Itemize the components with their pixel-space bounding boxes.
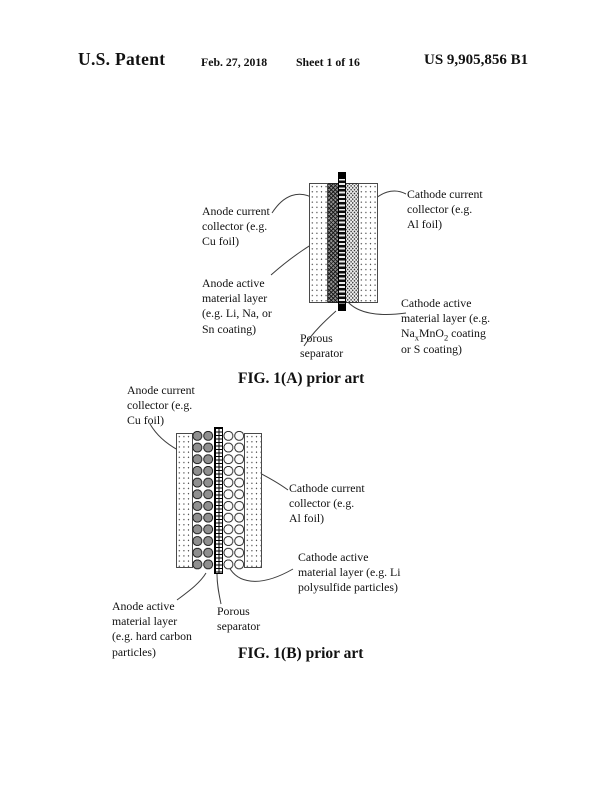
fig1a-caption: FIG. 1(A) prior art	[238, 370, 365, 387]
patent-header-sheet-number: Sheet 1 of 16	[296, 55, 360, 69]
fig1b-cathode-current-collector-layer	[244, 433, 262, 568]
leader-fig1b-porous-separator	[216, 573, 222, 605]
fig1a-anode-current-collector-layer	[309, 183, 328, 303]
fig1a-cathode-active-line4: or S coating)	[401, 341, 462, 356]
fig1a-anode-active-material-layer	[328, 183, 338, 303]
fig1b-battery-stack	[176, 427, 262, 574]
patent-header-date: Feb. 27, 2018	[201, 55, 268, 69]
leader-fig1b-anode-active-material	[176, 572, 207, 601]
fig1a-cathode-active-line1: Cathode active	[401, 296, 472, 310]
fig1a-label-cathode-current-collector: Cathode current collector (e.g. Al foil)	[407, 187, 483, 232]
fig1b-label-anode-active-material: Anode active material layer (e.g. hard c…	[112, 599, 192, 659]
fig1b-caption: FIG. 1(B) prior art	[238, 645, 364, 662]
fig1a-label-anode-current-collector: Anode current collector (e.g. Cu foil)	[202, 204, 270, 249]
fig1a-cathode-active-na-subscript: x	[414, 332, 420, 343]
fig1a-porous-separator-layer	[337, 172, 347, 311]
patent-header-title: U.S. Patent	[78, 49, 166, 69]
fig1a-cathode-active-mno-subscript: 2	[443, 332, 449, 343]
fig1b-label-cathode-current-collector: Cathode current collector (e.g. Al foil)	[289, 481, 365, 526]
fig1a-cathode-active-mno: MnO	[419, 326, 444, 341]
fig1a-cathode-active-coating: coating	[448, 326, 486, 341]
patent-header-patent-number: US 9,905,856 B1	[424, 52, 529, 68]
fig1b-anode-current-collector-layer	[176, 433, 193, 568]
fig1a-label-anode-active-material: Anode active material layer (e.g. Li, Na…	[202, 276, 272, 336]
fig1b-porous-separator-layer	[214, 427, 223, 574]
fig1a-label-porous-separator: Porous separator	[300, 331, 344, 361]
fig1a-cathode-active-material-layer	[346, 183, 358, 303]
leader-fig1a-cathode-active-material	[347, 301, 407, 316]
fig1b-anode-active-particles-layer	[192, 430, 214, 571]
fig1a-battery-stack	[309, 172, 378, 311]
fig1b-label-anode-current-collector: Anode current collector (e.g. Cu foil)	[127, 383, 195, 428]
fig1a-cathode-current-collector-layer	[358, 183, 378, 303]
fig1a-cathode-active-line2: material layer (e.g.	[401, 311, 491, 326]
fig1a-label-cathode-active-material: Cathode active material layer (e.g. NaxM…	[401, 296, 490, 357]
fig1a-cathode-active-na: Na	[401, 326, 415, 341]
fig1b-label-porous-separator: Porous separator	[217, 604, 261, 634]
fig1b-label-cathode-active-material: Cathode active material layer (e.g. Li p…	[298, 550, 401, 595]
fig1b-cathode-active-particles-layer	[223, 430, 245, 571]
